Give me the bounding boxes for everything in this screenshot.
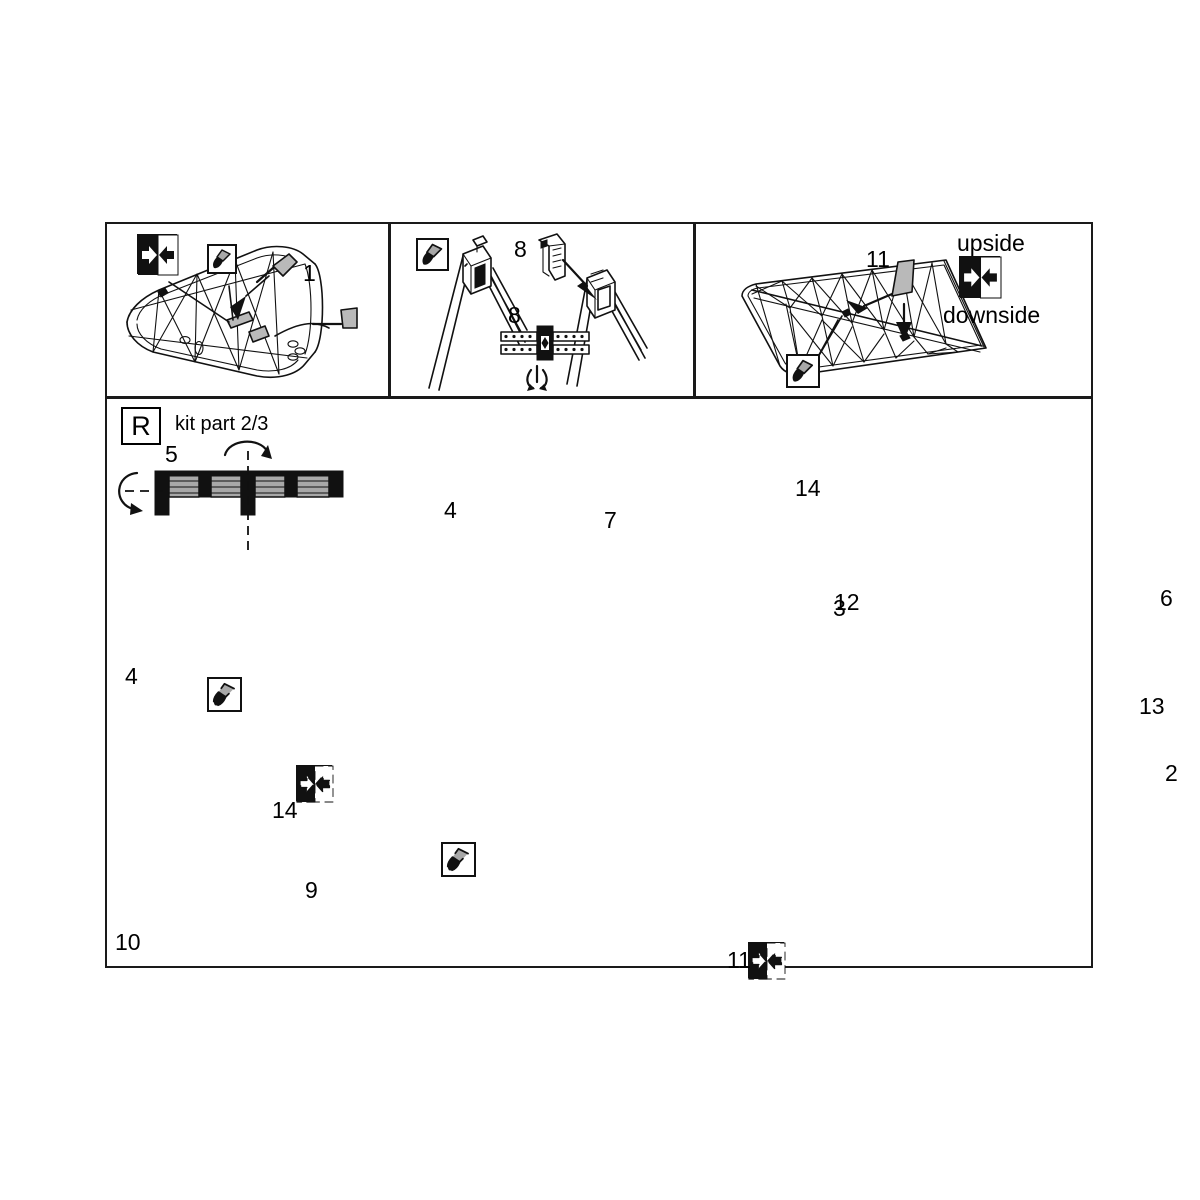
- callout-1: 1: [303, 260, 316, 286]
- orientation-upside-downside-icon: [748, 942, 786, 980]
- callout-14-frame: 14: [272, 797, 298, 823]
- glue-applicator-icon: [416, 238, 449, 271]
- callout-12: 12: [834, 589, 860, 615]
- callout-4-left: 4: [125, 663, 138, 689]
- glue-applicator-icon: [786, 354, 820, 388]
- orientation-upside-downside-icon: [296, 765, 334, 803]
- orientation-upside-downside-icon: [959, 256, 1002, 299]
- callout-11-frame: 11: [727, 947, 751, 973]
- panel-top-center: 8 8: [391, 224, 693, 396]
- panel-top-left: 1: [107, 224, 388, 396]
- callout-11: 11: [866, 246, 890, 272]
- callout-10: 10: [115, 929, 141, 955]
- glue-applicator-icon: [441, 842, 476, 877]
- label-downside: downside: [943, 302, 1041, 328]
- callout-9: 9: [305, 877, 318, 903]
- glue-applicator-icon: [207, 677, 242, 712]
- panel-main: R kit part 2/3: [107, 399, 1178, 980]
- instruction-sheet: 1: [105, 222, 1178, 980]
- callout-6: 6: [1160, 585, 1173, 611]
- label-upside: upside: [957, 230, 1025, 256]
- callout-8-top: 8: [514, 236, 527, 262]
- sheet-letter-badge: R: [121, 407, 161, 445]
- panel-top-center-artwork: [428, 233, 648, 391]
- callout-14-detail: 14: [795, 475, 821, 501]
- callout-13: 13: [1139, 693, 1165, 719]
- panel-top-left-artwork: [126, 245, 358, 379]
- kit-part-label: kit part 2/3: [175, 413, 269, 435]
- glue-applicator-icon: [207, 244, 237, 274]
- panel-divider-horizontal: [107, 396, 1091, 399]
- panel-top-right-artwork: [741, 259, 987, 376]
- callout-7: 7: [604, 507, 617, 533]
- callout-2: 2: [1165, 760, 1178, 786]
- callout-5: 5: [165, 441, 178, 467]
- panel-main-artwork: [118, 440, 344, 551]
- panel-top-right: 11 upside downside: [696, 224, 1095, 396]
- panel-divider-vertical-1: [388, 224, 391, 396]
- callout-8-bottom: 8: [508, 302, 521, 328]
- orientation-upside-downside-icon: [137, 234, 179, 276]
- panel-divider-vertical-2: [693, 224, 696, 396]
- callout-3: 3: [833, 595, 846, 621]
- callout-4-right: 4: [444, 497, 457, 523]
